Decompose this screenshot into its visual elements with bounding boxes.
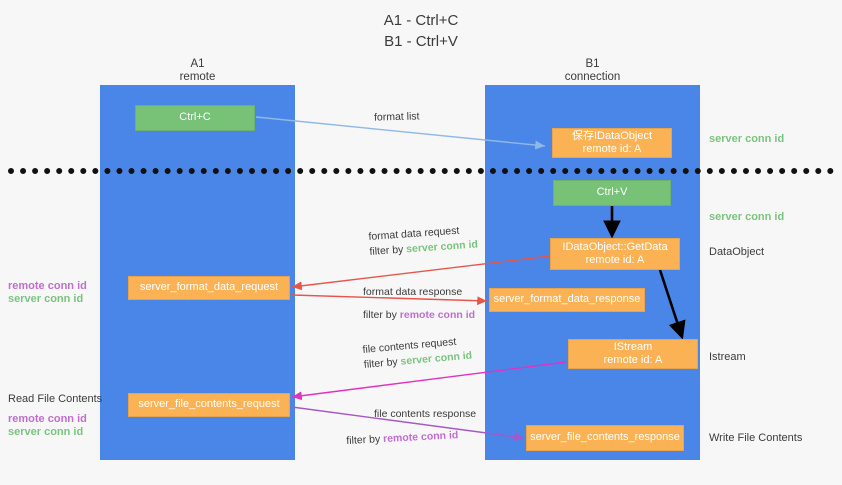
- title-line-1: A1 - Ctrl+C: [383, 12, 459, 29]
- edge-label-format-list: format list: [374, 109, 420, 125]
- title-line-2: B1 - Ctrl+V: [384, 33, 458, 50]
- filter-key-server-conn-id: server conn id: [405, 238, 479, 256]
- box-getdata-line1: IDataObject::GetData: [562, 240, 668, 253]
- annotation-server-conn-id-1: server conn id: [8, 293, 84, 305]
- box-saved-idataobject[interactable]: 保存IDataObject remote id: A: [552, 128, 672, 158]
- box-server-file-contents-request-label: server_file_contents_request: [138, 398, 280, 411]
- box-ctrl-v[interactable]: Ctrl+V: [553, 180, 671, 206]
- box-getdata-line2: remote id: A: [585, 254, 645, 266]
- lane-header-b1-name: B1: [585, 58, 600, 70]
- annotation-read-file-contents: Read File Contents: [8, 393, 103, 405]
- filter-prefix: filter by: [363, 355, 402, 371]
- edge-label-format-data-request: format data request filter by server con…: [368, 222, 478, 259]
- box-server-format-data-request-label: server_format_data_request: [139, 281, 279, 294]
- box-ctrl-v-label: Ctrl+V: [596, 186, 628, 199]
- edge-label-format-data-response-line2: filter by remote conn id: [363, 300, 475, 323]
- annotation-istream: Istream: [709, 351, 746, 363]
- lane-header-a1: A1 remote: [130, 58, 265, 84]
- annotation-server-conn-id-top: server conn id: [709, 133, 785, 145]
- box-server-file-contents-response[interactable]: server_file_contents_response: [526, 425, 684, 451]
- box-server-file-contents-response-label: server_file_contents_response: [530, 431, 680, 444]
- edge-label-format-data-response-line1: format data response: [363, 286, 463, 298]
- annotation-dataobject: DataObject: [709, 246, 765, 258]
- box-server-format-data-response-label: server_format_data_response: [493, 293, 641, 306]
- filter-prefix: filter by: [363, 309, 400, 321]
- filter-key-remote-conn-id: remote conn id: [382, 429, 459, 446]
- box-ctrl-c[interactable]: Ctrl+C: [135, 105, 255, 131]
- box-saved-idataobject-line1: 保存IDataObject: [571, 129, 653, 142]
- lane-header-b1: B1 connection: [525, 58, 660, 84]
- box-server-format-data-request[interactable]: server_format_data_request: [128, 276, 290, 300]
- edge-label-file-contents-response-line1: file contents response: [374, 408, 477, 420]
- edge-label-file-contents-response: file contents response: [374, 407, 476, 422]
- box-saved-idataobject-line2: remote id: A: [582, 143, 642, 155]
- annotation-remote-conn-id-2: remote conn id: [8, 413, 87, 425]
- box-istream[interactable]: IStream remote id: A: [568, 339, 698, 369]
- lane-header-a1-sub: remote: [179, 71, 216, 83]
- filter-prefix: filter by: [346, 433, 384, 447]
- annotation-remote-conn-id-1: remote conn id: [8, 280, 87, 292]
- box-server-file-contents-request[interactable]: server_file_contents_request: [128, 393, 290, 417]
- lane-header-a1-name: A1: [190, 58, 205, 70]
- box-istream-line2: remote id: A: [603, 354, 663, 366]
- box-istream-line1: IStream: [613, 340, 653, 353]
- phase-divider: [8, 168, 834, 174]
- annotation-write-file-contents: Write File Contents: [709, 432, 803, 444]
- annotation-server-conn-id-2: server conn id: [8, 426, 84, 438]
- box-server-format-data-response[interactable]: server_format_data_response: [489, 288, 645, 312]
- box-ctrl-c-label: Ctrl+C: [179, 111, 211, 124]
- filter-key-remote-conn-id: remote conn id: [399, 309, 476, 321]
- lane-header-b1-sub: connection: [564, 71, 621, 83]
- edge-label-file-contents-response-filter: filter by remote conn id: [346, 428, 459, 449]
- page-title: A1 - Ctrl+C B1 - Ctrl+V: [0, 10, 842, 52]
- edge-label-format-list-text: format list: [373, 110, 420, 124]
- box-getdata[interactable]: IDataObject::GetData remote id: A: [550, 238, 680, 270]
- annotation-server-conn-id-mid: server conn id: [709, 211, 785, 223]
- edge-label-format-data-response: format data response filter by remote co…: [363, 285, 475, 323]
- edge-label-file-contents-request: file contents request filter by server c…: [362, 334, 473, 373]
- filter-prefix: filter by: [369, 243, 407, 258]
